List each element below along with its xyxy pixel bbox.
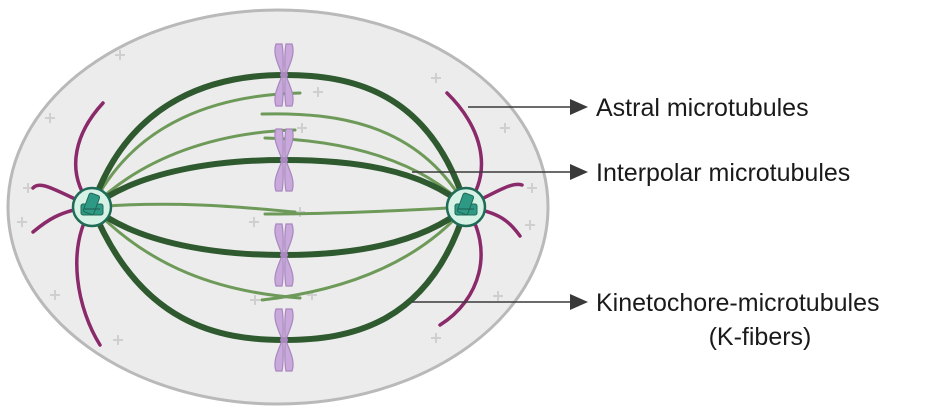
centrosome-icon	[447, 188, 485, 226]
centrosome-right	[447, 188, 485, 226]
label-k-fibers: (K-fibers)	[709, 323, 812, 351]
arrowhead-interpolar	[570, 164, 588, 180]
label-interpolar-microtubules: Interpolar microtubules	[596, 159, 850, 187]
arrowheads	[570, 99, 588, 310]
centrosome-left	[73, 188, 111, 226]
label-kinetochore-microtubules: Kinetochore-microtubules	[596, 289, 879, 317]
arrowhead-astral	[570, 99, 588, 115]
arrowhead-kinetochore	[570, 294, 588, 310]
label-astral-microtubules: Astral microtubules	[596, 94, 809, 122]
centrosome-icon	[73, 188, 111, 226]
